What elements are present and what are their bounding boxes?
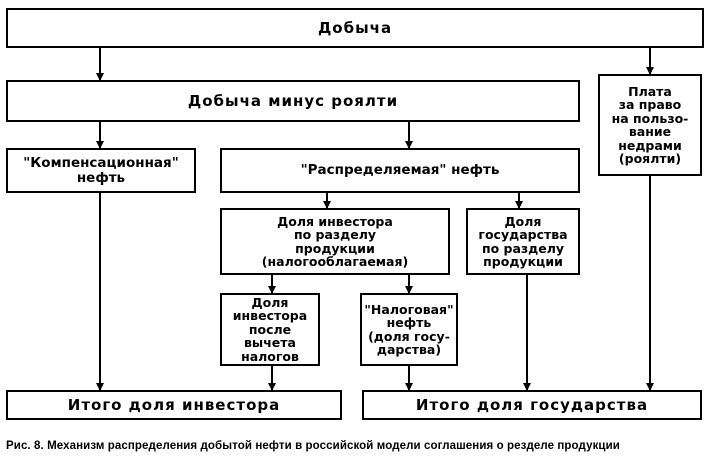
figure-caption: Рис. 8. Механизм распределения добытой н…: [6, 440, 620, 452]
box-production: Добыча: [6, 8, 704, 48]
box-investor-share: Доля инвестора по разделу продукции (нал…: [220, 208, 450, 275]
box-investor-after-tax: Доля инвестора после вычета налогов: [220, 293, 320, 366]
box-state-share: Доля государства по разделу продукции: [466, 208, 580, 275]
box-tax-oil: "Налоговая" нефть (доля госу- дарства): [360, 293, 458, 366]
box-distributed-oil: "Распределяемая" нефть: [220, 148, 580, 193]
box-production-minus-royalty: Добыча минус роялти: [6, 80, 580, 122]
box-state-total: Итого доля государства: [362, 390, 702, 420]
box-royalty: Плата за право на пользо- вание недрами …: [598, 74, 702, 176]
box-investor-total: Итого доля инвестора: [6, 390, 342, 420]
box-compensation-oil: "Компенсационная" нефть: [6, 148, 196, 193]
